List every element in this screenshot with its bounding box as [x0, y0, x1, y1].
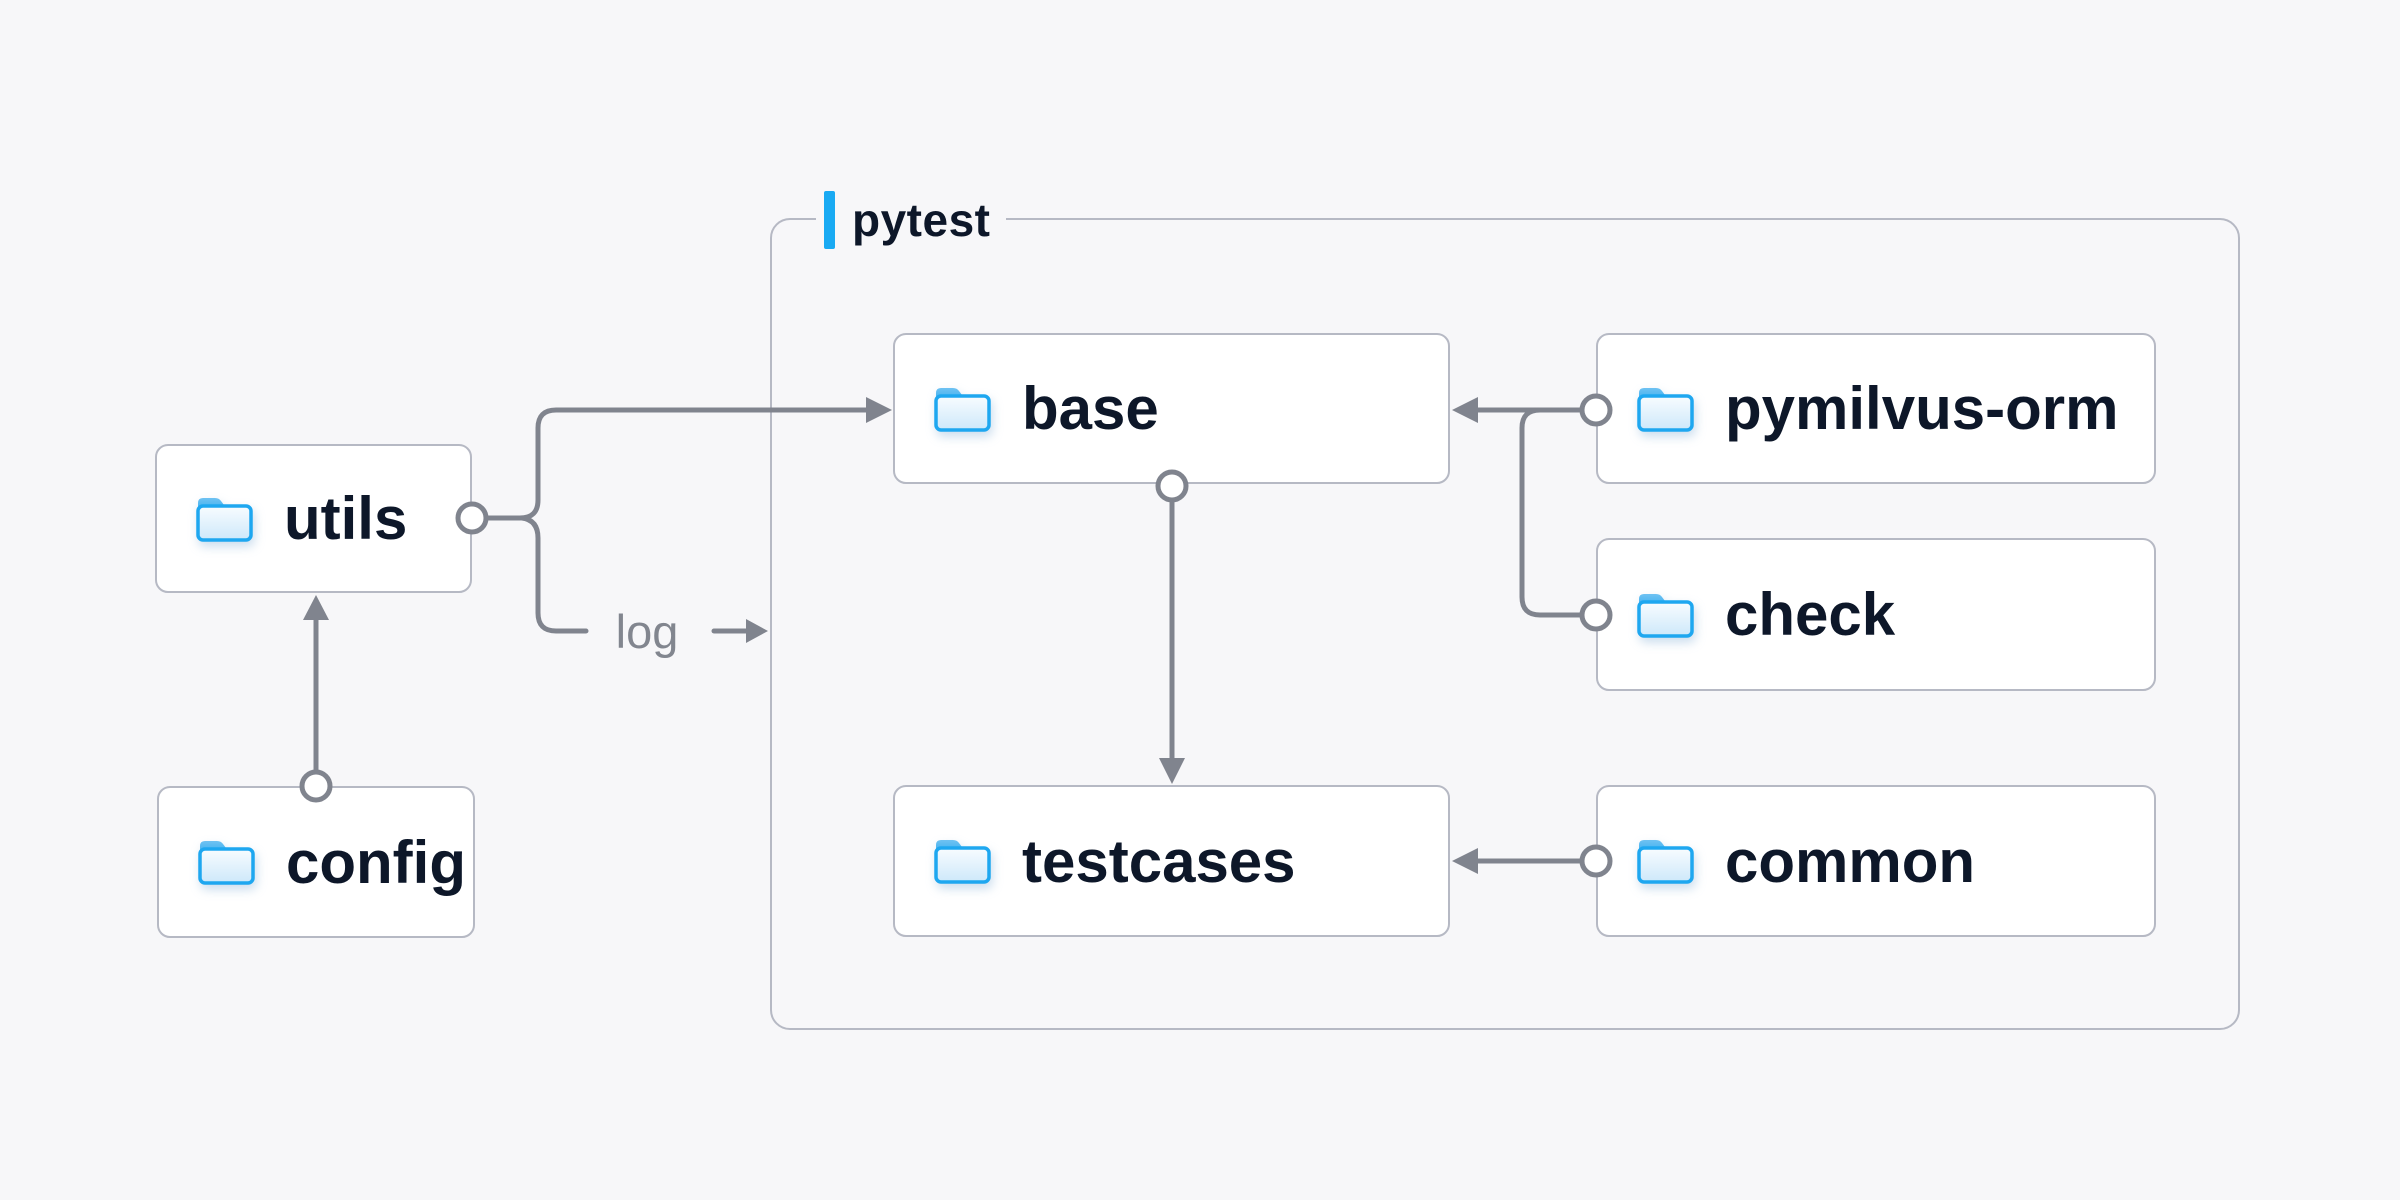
folder-icon — [934, 387, 991, 432]
folder-icon — [934, 840, 991, 884]
folder-icon — [1637, 387, 1694, 432]
folder-icon — [198, 841, 255, 885]
group-label-text: pytest — [852, 194, 991, 246]
node-label: utils — [284, 485, 408, 552]
node-testcases: testcases — [893, 785, 1450, 937]
folder-icon — [1637, 840, 1694, 884]
folder-icon — [1637, 593, 1694, 638]
node-common: common — [1596, 785, 2156, 937]
node-label: testcases — [1022, 827, 1296, 895]
pytest-group-label: pytest — [816, 189, 1007, 251]
node-utils: utils — [155, 444, 472, 593]
folder-icon — [196, 497, 253, 542]
node-pymilvus-orm: pymilvus-orm — [1596, 333, 2156, 484]
edge-label-log: log — [615, 604, 679, 658]
node-label: base — [1022, 375, 1159, 442]
pytest-group-container: pytest — [770, 189, 2240, 1030]
node-config: config — [157, 786, 475, 938]
edge-config-utils — [303, 595, 329, 773]
group-accent-bar — [824, 191, 835, 249]
node-base: base — [893, 333, 1450, 484]
node-label: common — [1725, 827, 1976, 895]
node-label: check — [1725, 581, 1896, 648]
node-label: pymilvus-orm — [1725, 375, 2119, 442]
node-check: check — [1596, 538, 2156, 691]
node-label: config — [286, 828, 466, 896]
